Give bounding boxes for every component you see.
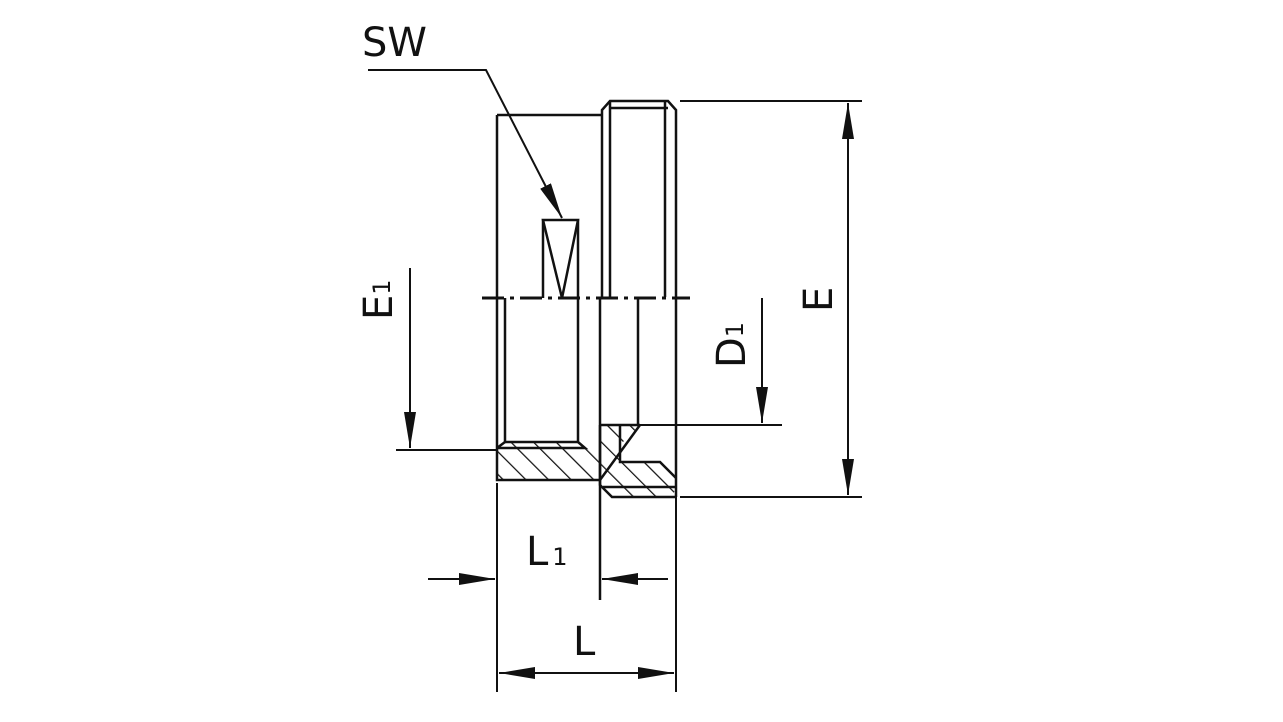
sw-leader: [368, 69, 563, 219]
d1-label: D1: [709, 322, 755, 368]
e-label: E: [796, 287, 842, 312]
e1-label: E1: [356, 279, 402, 320]
dimension-e1: [396, 268, 497, 451]
dimension-l1: [428, 483, 668, 692]
dimension-l: [499, 497, 677, 692]
l-label: L: [573, 619, 596, 665]
dimension-d1: [640, 298, 782, 426]
dimension-e: [680, 100, 862, 498]
body-outline: [495, 99, 678, 600]
sw-label: SW: [362, 20, 427, 66]
